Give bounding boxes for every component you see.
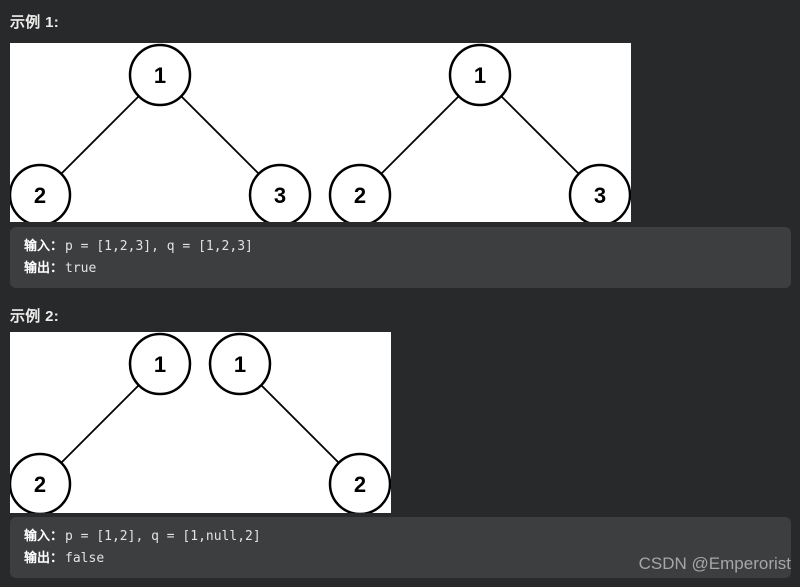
tree-node-label: 2 bbox=[34, 183, 46, 208]
tree-node bbox=[328, 163, 392, 222]
tree-node-label: 3 bbox=[274, 183, 286, 208]
output-label: 输出： bbox=[24, 260, 64, 276]
tree-node-label: 1 bbox=[234, 352, 246, 377]
csdn-watermark: CSDN @Emperorist bbox=[638, 554, 791, 573]
input-label: 输入： bbox=[24, 239, 64, 254]
output-label: 输出： bbox=[24, 550, 64, 566]
tree-node bbox=[128, 43, 192, 107]
tree-node-label: 1 bbox=[154, 63, 166, 88]
tree-node bbox=[208, 332, 272, 396]
tree-node bbox=[128, 332, 192, 396]
tree-node-label: 1 bbox=[154, 352, 166, 377]
tree-node-label: 1 bbox=[474, 63, 486, 88]
tree-node-label: 2 bbox=[34, 472, 46, 497]
output-value: false bbox=[65, 550, 105, 566]
tree-node-label: 3 bbox=[594, 183, 606, 208]
tree-node-label: 2 bbox=[354, 183, 366, 208]
input-value: p = [1,2,3], q = [1,2,3] bbox=[65, 239, 253, 254]
tree-node bbox=[448, 43, 512, 107]
tree-node bbox=[248, 163, 312, 222]
tree-node bbox=[328, 452, 391, 513]
example-1-input-line: 输入：p = [1,2,3], q = [1,2,3] bbox=[24, 236, 777, 258]
input-label: 输入： bbox=[24, 529, 64, 544]
tree-node bbox=[10, 163, 72, 222]
output-value: true bbox=[65, 260, 97, 276]
tree-node bbox=[568, 163, 631, 222]
example-2-io-block: 输入：p = [1,2], q = [1,null,2] 输出：false bbox=[10, 517, 791, 578]
example-2-tree-diagram[interactable]: 1 2 1 2 bbox=[10, 332, 391, 513]
example-1-output-line: 输出：true bbox=[24, 258, 777, 280]
example-2-label: 示例 2: bbox=[10, 308, 60, 325]
tree-node bbox=[10, 452, 72, 513]
example-1-tree-diagram[interactable]: 1 2 3 1 2 3 bbox=[10, 43, 631, 222]
example-1-label: 示例 1: bbox=[10, 14, 60, 31]
example-1-io-block: 输入：p = [1,2,3], q = [1,2,3] 输出：true bbox=[10, 227, 791, 288]
input-value: p = [1,2], q = [1,null,2] bbox=[65, 529, 261, 544]
example-2-input-line: 输入：p = [1,2], q = [1,null,2] bbox=[24, 526, 777, 548]
tree-node-label: 2 bbox=[354, 472, 366, 497]
example-2-output-line: 输出：false bbox=[24, 548, 777, 570]
